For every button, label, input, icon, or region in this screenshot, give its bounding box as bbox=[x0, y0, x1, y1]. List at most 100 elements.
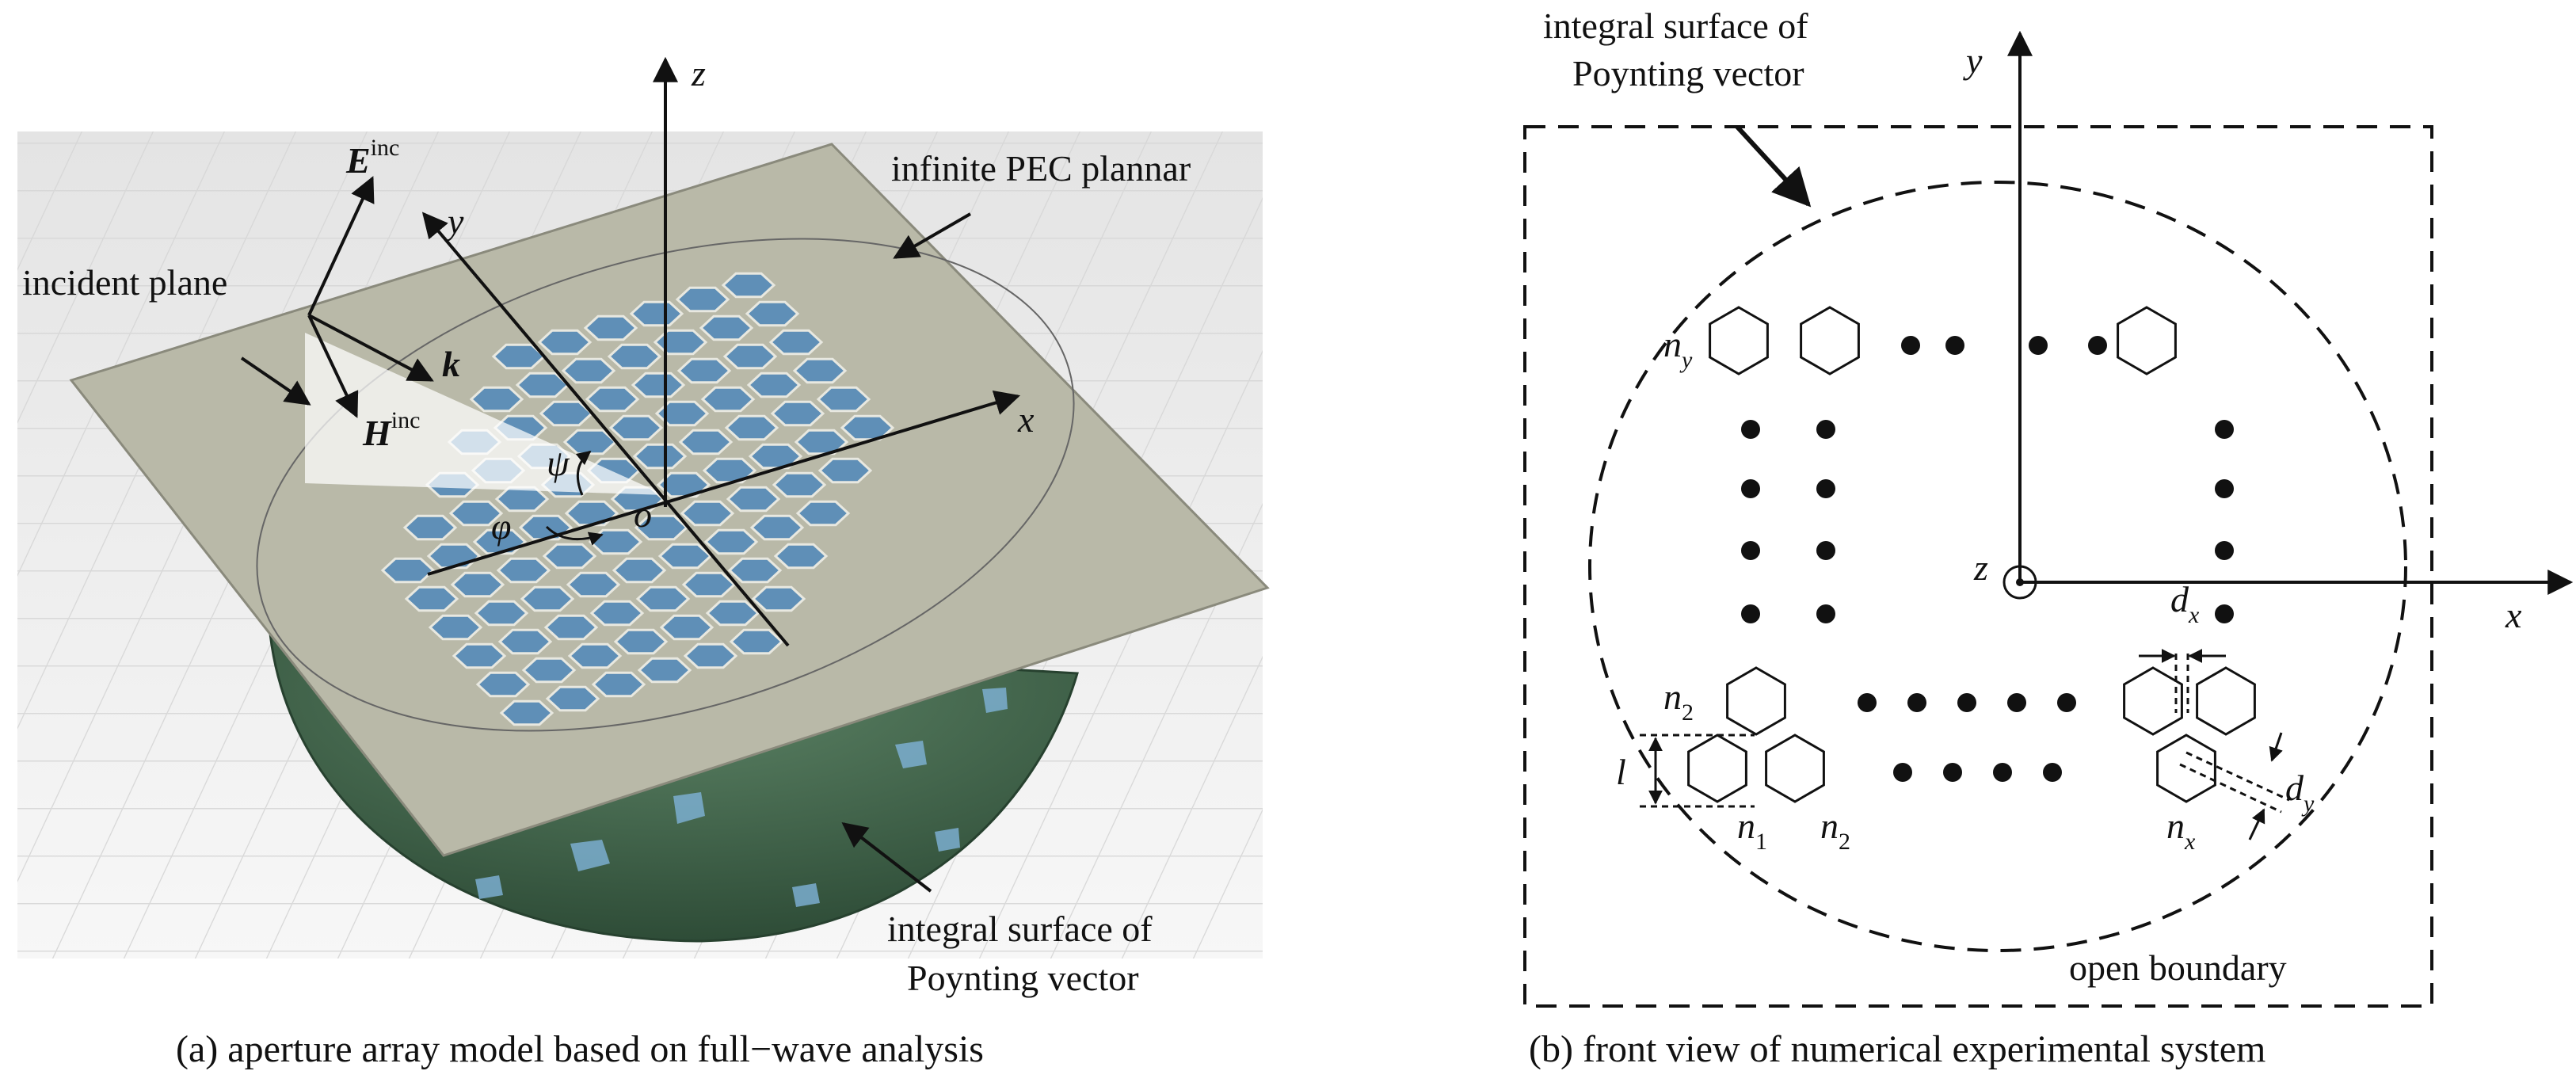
aperture-hexagon bbox=[656, 471, 711, 498]
ellipsis-dot bbox=[1907, 693, 1926, 712]
aperture-hexagon bbox=[700, 386, 756, 413]
aperture-hexagon bbox=[450, 571, 505, 598]
hemisphere-patches bbox=[475, 688, 1008, 907]
ellipsis-dot bbox=[1957, 693, 1976, 712]
phi-arc bbox=[545, 525, 604, 546]
aperture-hexagon bbox=[637, 657, 692, 684]
x-axis-label-b: x bbox=[2505, 595, 2522, 635]
aperture-hexagon bbox=[497, 628, 553, 655]
aperture-hexagon bbox=[654, 400, 710, 427]
aperture-hexagon bbox=[773, 543, 829, 570]
aperture-hexagon bbox=[566, 571, 621, 598]
ellipsis-dot bbox=[1945, 336, 1964, 355]
ny-label: ny bbox=[1663, 324, 1693, 373]
ellipsis-dot bbox=[1816, 541, 1835, 560]
incident-plane-leader bbox=[240, 356, 311, 406]
ellipsis-dot bbox=[2088, 336, 2107, 355]
incident-plane bbox=[305, 333, 665, 495]
aperture-hexagon bbox=[772, 471, 827, 498]
aperture-hexagon bbox=[678, 429, 734, 455]
ellipsis-dot bbox=[2215, 479, 2234, 498]
aperture-hexagon bbox=[745, 300, 800, 327]
dy-label: dy bbox=[2285, 768, 2315, 817]
aperture-hexagon bbox=[699, 314, 754, 341]
aperture-hexagon bbox=[448, 500, 504, 527]
ellipsis-dot bbox=[2215, 420, 2234, 439]
ellipsis-dot bbox=[1741, 541, 1760, 560]
aperture-hexagon bbox=[770, 400, 825, 427]
phi-label: φ bbox=[491, 506, 511, 547]
aperture-hexagon bbox=[380, 557, 436, 584]
aperture-hexagon bbox=[589, 600, 645, 627]
aperture-hexagon bbox=[613, 628, 669, 655]
aperture-hexagon bbox=[792, 357, 848, 384]
y-axis-label-b: y bbox=[1963, 40, 1983, 81]
aperture-hexagon bbox=[562, 429, 618, 455]
ellipsis-dot bbox=[1943, 763, 1962, 782]
n1-label: n1 bbox=[1737, 806, 1767, 855]
z-axis-label-b: z bbox=[1973, 547, 1988, 588]
aperture-hexagon bbox=[515, 372, 570, 398]
aperture-hexagon bbox=[629, 300, 684, 327]
ellipsis-dot bbox=[2007, 693, 2026, 712]
aperture-hexagon bbox=[521, 657, 577, 684]
integral-surface-label-b-2: Poynting vector bbox=[1572, 53, 1804, 93]
l-dimension bbox=[1640, 734, 1755, 808]
unit-hexagon bbox=[2123, 666, 2183, 736]
aperture-hexagon bbox=[653, 329, 708, 356]
aperture-hexagon bbox=[583, 314, 638, 341]
aperture-hexagon bbox=[543, 614, 599, 641]
aperture-hexagon bbox=[452, 642, 507, 669]
unit-hexagon bbox=[1765, 734, 1825, 803]
aperture-hexagon bbox=[428, 614, 483, 641]
aperture-hexagon bbox=[612, 557, 667, 584]
integral-surface-leader-b bbox=[1735, 124, 1812, 208]
origin-label: o bbox=[634, 494, 652, 535]
pec-leader bbox=[893, 212, 972, 259]
aperture-hexagon bbox=[721, 272, 776, 299]
aperture-hexagon bbox=[591, 671, 646, 698]
aperture-hexagon bbox=[561, 357, 616, 384]
dy-dimension bbox=[2179, 732, 2290, 840]
aperture-hexagon bbox=[816, 386, 871, 413]
unit-hexagon bbox=[1800, 306, 1860, 375]
aperture-hexagon bbox=[680, 500, 735, 527]
ellipsis-dot bbox=[2057, 693, 2076, 712]
aperture-hexagon-array bbox=[380, 272, 895, 726]
ellipsis-dot bbox=[1741, 420, 1760, 439]
k-vector-label: k bbox=[442, 344, 460, 384]
aperture-hexagon bbox=[681, 571, 737, 598]
aperture-hexagon bbox=[676, 357, 732, 384]
aperture-hexagon bbox=[726, 486, 781, 513]
aperture-hexagon bbox=[768, 329, 824, 356]
integral-surface-label-a-2: Poynting vector bbox=[907, 958, 1139, 998]
aperture-hexagon bbox=[703, 528, 759, 555]
aperture-hexagon bbox=[632, 443, 688, 470]
panel-b-front-view: integral surface of Poynting vector y x … bbox=[1523, 6, 2574, 1070]
z-axis-marker-dot bbox=[2016, 578, 2024, 586]
unit-hexagon bbox=[2196, 666, 2256, 736]
aperture-hexagon bbox=[607, 343, 662, 370]
x-axis-label-a: x bbox=[1017, 399, 1035, 440]
aperture-hexagon bbox=[426, 543, 482, 570]
aperture-hexagon bbox=[683, 642, 738, 669]
aperture-hexagon bbox=[702, 457, 757, 484]
e-vector bbox=[307, 176, 375, 316]
z-axis-marker-ring bbox=[2002, 565, 2037, 600]
aperture-hexagon bbox=[748, 443, 803, 470]
aperture-hexagon bbox=[659, 614, 714, 641]
l-label: l bbox=[1616, 752, 1626, 792]
ellipsis-dot bbox=[1993, 763, 2012, 782]
aperture-hexagon bbox=[499, 699, 554, 726]
aperture-hexagon bbox=[539, 400, 594, 427]
open-boundary-rect bbox=[1523, 125, 2433, 1008]
caption-b: (b) front view of numerical experimental… bbox=[1529, 1028, 2265, 1070]
x-axis-line-a bbox=[427, 391, 1021, 576]
n2-label-bottom: n2 bbox=[1820, 806, 1850, 855]
integral-surface-label-a-1: integral surface of bbox=[887, 909, 1153, 949]
caption-a: (a) aperture array model based on full−w… bbox=[176, 1028, 984, 1070]
ellipsis-dot bbox=[1901, 336, 1920, 355]
aperture-hexagon bbox=[795, 500, 851, 527]
front-view-hexagons bbox=[1687, 306, 2256, 803]
